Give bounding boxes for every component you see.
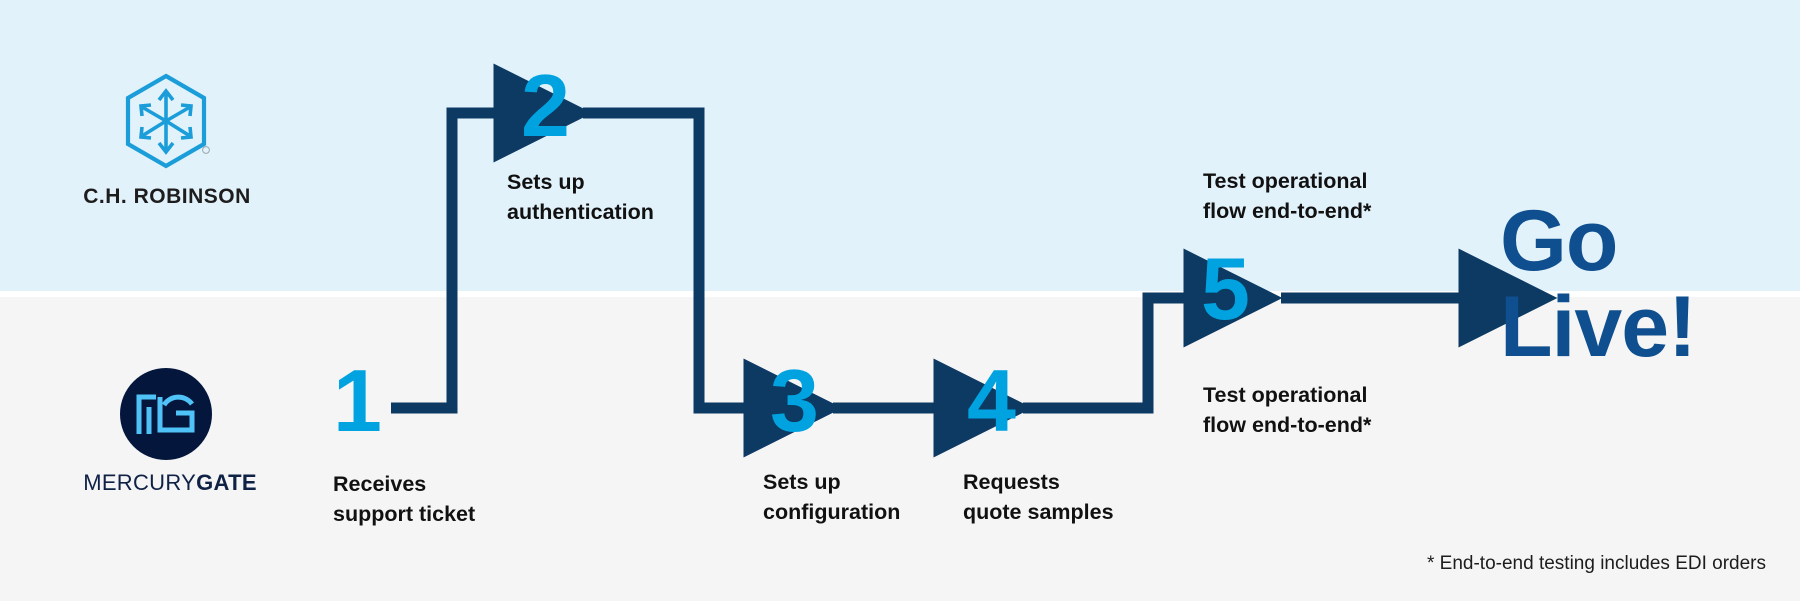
step-5-caption-bottom: Test operational flow end-to-end* [1203,383,1372,437]
step-1-number: 1 [333,351,382,450]
step-2-caption: Sets up authentication [507,170,654,224]
step-2-number: 2 [521,56,570,155]
step-4-caption: Requests quote samples [963,470,1114,524]
connector-step1-to-step2 [391,63,593,414]
go-live-label: Go Live! [1500,193,1697,375]
mercurygate-logo-mark [120,368,212,460]
connector-step2-to-step3 [583,107,843,458]
step-5-caption-top: Test operational flow end-to-end* [1203,169,1372,223]
mg-monogram-icon [136,394,195,434]
step-3-caption: Sets up configuration [763,470,901,524]
lane-divider [0,291,1800,297]
mercurygate-wordmark: MERCURYGATE [50,470,290,496]
chrobinson-hexagon-arrows-icon [125,73,210,169]
mercurygate-wordmark-bold: GATE [196,470,257,495]
step-1-caption: Receives support ticket [333,472,476,526]
step-4-number: 4 [967,351,1016,450]
footnote-text: * End-to-end testing includes EDI orders [1426,553,1766,574]
connector-step4-to-step5 [1023,248,1283,414]
mercurygate-wordmark-light: MERCURY [83,470,197,495]
bottom-lane-background [0,297,1800,601]
step-3-number: 3 [770,351,819,450]
top-lane-background [0,0,1800,291]
chrobinson-wordmark: C.H. ROBINSON [83,185,251,208]
step-5-number: 5 [1201,239,1250,338]
